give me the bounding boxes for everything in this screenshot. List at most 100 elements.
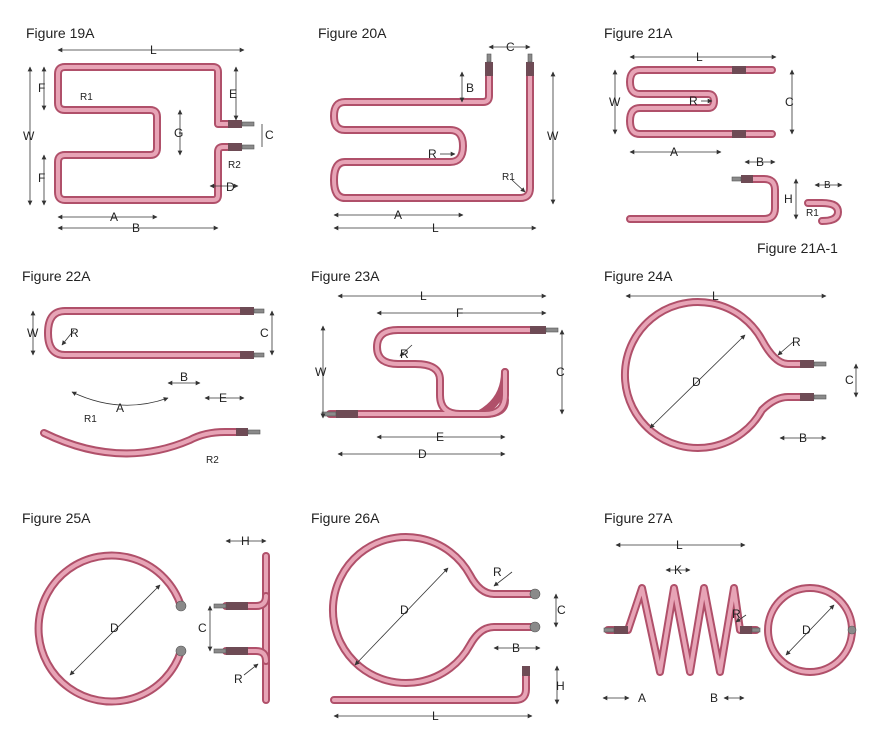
figure-20a: Figure 20A C B W R R1 A L — [318, 25, 559, 235]
terminal — [526, 62, 534, 76]
terminal-pin — [603, 627, 615, 633]
dim-label-e: E — [436, 430, 444, 444]
dim-label-f: F — [456, 306, 463, 320]
dim-label-w: W — [27, 326, 39, 340]
figure-23a-title: Figure 23A — [311, 268, 380, 284]
terminal — [741, 175, 753, 183]
dim-label-c: C — [785, 95, 794, 109]
terminal-pin — [813, 361, 827, 367]
dim-label-r: R — [70, 326, 79, 340]
dim-label-d: D — [692, 375, 701, 389]
figure-25a-title: Figure 25A — [22, 510, 91, 526]
terminal-pin — [527, 53, 533, 63]
dim-label-f: F — [38, 81, 45, 95]
terminal — [522, 666, 530, 676]
dim-label-e: E — [219, 391, 227, 405]
dim-label-l: L — [432, 221, 439, 235]
dim-label-r: R — [400, 347, 409, 361]
dim-label-a: A — [116, 401, 124, 415]
dim-label-e: E — [229, 87, 237, 101]
figure-24a: Figure 24A L R D C B — [604, 268, 859, 452]
dim-label-r2: R2 — [206, 455, 219, 466]
dim-label-a: A — [670, 145, 678, 159]
terminal — [228, 120, 242, 128]
figure-22a: Figure 22A W R C A B E R1 R2 — [22, 268, 275, 466]
dim-label-g: G — [174, 126, 183, 140]
terminal — [732, 66, 746, 74]
terminal-pin — [241, 121, 255, 127]
terminal-end — [175, 600, 187, 612]
dim-label-b: B — [466, 81, 474, 95]
dim-label-r: R — [234, 672, 243, 686]
dim-label-a: A — [394, 208, 402, 222]
terminal-pin — [731, 176, 742, 182]
dim-label-c: C — [556, 365, 565, 379]
dim-label-r: R — [792, 335, 801, 349]
dim-label-r2: R2 — [228, 160, 241, 171]
terminal-pin — [813, 394, 827, 400]
terminal-end — [847, 625, 857, 635]
terminal — [240, 307, 254, 315]
terminal-pin — [247, 429, 261, 435]
dim-label-c: C — [845, 373, 854, 387]
terminal — [226, 647, 248, 655]
terminal — [336, 410, 358, 418]
dim-label-r: R — [732, 607, 741, 621]
terminal — [800, 360, 814, 368]
dim-label-a: A — [638, 691, 646, 705]
dim-label-c: C — [265, 128, 274, 142]
dim-label-d: D — [400, 603, 409, 617]
terminal-pin — [321, 411, 337, 417]
terminal — [226, 602, 248, 610]
dim-label-c: C — [260, 326, 269, 340]
dim-label-l: L — [696, 50, 703, 64]
figure-19a-title: Figure 19A — [26, 25, 95, 41]
figure-21a-1-title: Figure 21A-1 — [757, 240, 838, 256]
dim-label-c: C — [506, 40, 515, 54]
dim-label-b: B — [512, 641, 520, 655]
dim-label-l: L — [712, 289, 719, 303]
dim-label-l: L — [432, 709, 439, 723]
dim-label-r1: R1 — [84, 414, 97, 425]
dim-label-b: B — [824, 180, 831, 191]
dim-label-d: D — [110, 621, 119, 635]
dim-label-b: B — [180, 370, 188, 384]
dim-label-c: C — [198, 621, 207, 635]
figure-26a-title: Figure 26A — [311, 510, 380, 526]
figure-25a: Figure 25A D H C R — [22, 510, 270, 706]
dim-label-r1: R1 — [806, 208, 819, 219]
dim-label-b: B — [756, 155, 764, 169]
dim-label-l: L — [676, 538, 683, 552]
terminal-pin — [253, 352, 265, 358]
figure-21a: Figure 21A L W R C A B H B R1 Figure 21A… — [604, 25, 843, 256]
figure-24a-title: Figure 24A — [604, 268, 673, 284]
dim-label-w: W — [23, 129, 35, 143]
figure-21a-title: Figure 21A — [604, 25, 673, 41]
figure-27a: Figure 27A L K R A B D — [602, 510, 857, 705]
dim-label-h: H — [556, 679, 565, 693]
dim-label-r1: R1 — [80, 92, 93, 103]
dim-label-h: H — [241, 534, 250, 548]
terminal-pin — [486, 53, 492, 63]
dim-label-d: D — [418, 447, 427, 461]
terminal-end — [175, 645, 187, 657]
dim-label-w: W — [609, 95, 621, 109]
terminal — [732, 130, 746, 138]
terminal-pin — [213, 603, 227, 609]
terminal-pin — [241, 144, 255, 150]
dim-label-b: B — [799, 431, 807, 445]
dim-label-r: R — [428, 147, 437, 161]
terminal — [800, 393, 814, 401]
dim-label-w: W — [547, 129, 559, 143]
dim-label-w: W — [315, 365, 327, 379]
terminal-pin — [213, 648, 227, 654]
figure-27a-title: Figure 27A — [604, 510, 673, 526]
dim-label-b: B — [132, 221, 140, 235]
figure-22a-title: Figure 22A — [22, 268, 91, 284]
dim-label-k: K — [674, 563, 682, 577]
terminal — [236, 428, 248, 436]
dim-label-l: L — [150, 43, 157, 57]
figure-26a: Figure 26A R D C B H L — [311, 510, 566, 723]
dim-label-r: R — [493, 565, 502, 579]
terminal-end — [529, 621, 541, 633]
